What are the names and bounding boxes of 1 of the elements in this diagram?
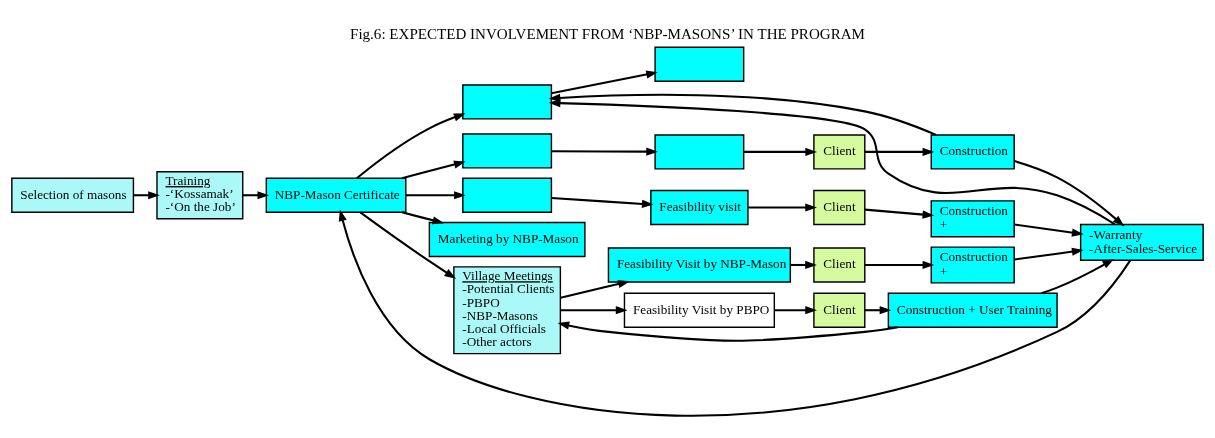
diagram-title: Fig.6: EXPECTED INVOLVEMENT FROM ‘NBP-MASONS’ IN THE PROGRAM <box>350 25 865 42</box>
